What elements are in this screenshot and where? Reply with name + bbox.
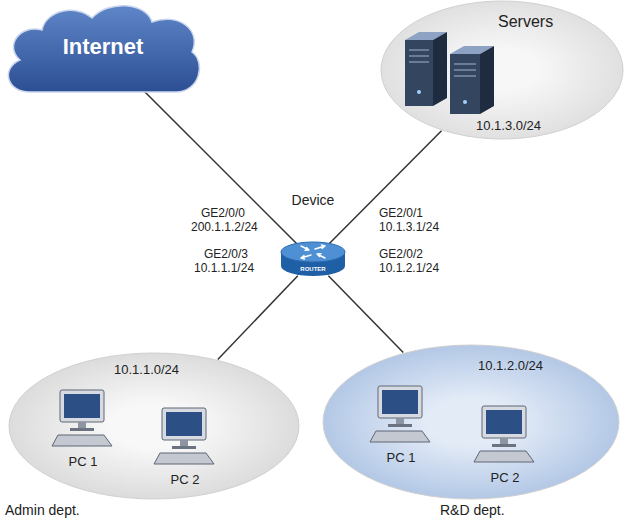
zone-ellipse (322, 344, 620, 500)
interface-label: GE2/0/0 (200, 206, 246, 220)
interface-label: GE2/0/3 (203, 247, 249, 261)
node-label: 10.1.1.0/24 (114, 362, 179, 378)
pc-host: PC 1 (48, 388, 118, 476)
link-stroke (328, 276, 403, 353)
server-icon (450, 46, 494, 114)
interface-label: 10.1.2.1/24 (378, 261, 440, 275)
node-label: PC 1 (48, 454, 118, 470)
internet-cloud: Internet (0, 0, 206, 100)
pc-icon (470, 404, 540, 464)
node-label: Internet (0, 34, 206, 60)
rd-zone: 10.1.2.0/24R&D dept.PC 1PC 2 (322, 344, 620, 500)
admin-zone: 10.1.1.0/24Admin dept.PC 1PC 2 (8, 352, 300, 500)
interface-label: 10.1.1.1/24 (193, 261, 255, 275)
link-stroke (218, 276, 298, 360)
node-label: R&D dept. (440, 502, 505, 519)
pc-icon (150, 406, 220, 466)
router-device: ROUTER Device (275, 192, 351, 278)
interface-label: GE2/0/1 (378, 206, 424, 220)
node-label: PC 2 (150, 472, 220, 488)
server-icon (405, 32, 447, 106)
interface-label: 200.1.1.2/24 (190, 220, 259, 234)
interface-label: GE2/0/2 (378, 247, 424, 261)
node-label: ROUTER (281, 266, 345, 273)
link-line (218, 276, 298, 360)
link-stroke (143, 90, 297, 244)
node-label: Device (275, 192, 351, 209)
pc-icon (366, 384, 436, 444)
node-label: PC 1 (366, 450, 436, 466)
node-label: 10.1.3.0/24 (476, 118, 541, 134)
node-label: Admin dept. (5, 502, 80, 519)
node-label: 10.1.2.0/24 (478, 358, 543, 374)
router-icon: ROUTER (281, 242, 345, 278)
link-line (328, 276, 403, 353)
link-line (143, 90, 297, 244)
pc-icon (48, 388, 118, 448)
link-stroke (329, 131, 442, 244)
link-line (329, 131, 442, 244)
pc-host: PC 1 (366, 384, 436, 472)
node-label: Servers (498, 12, 553, 31)
pc-host: PC 2 (150, 406, 220, 494)
interface-label: 10.1.3.1/24 (378, 220, 440, 234)
router-symbol (281, 242, 345, 278)
node-label: PC 2 (470, 470, 540, 486)
pc-host: PC 2 (470, 404, 540, 492)
